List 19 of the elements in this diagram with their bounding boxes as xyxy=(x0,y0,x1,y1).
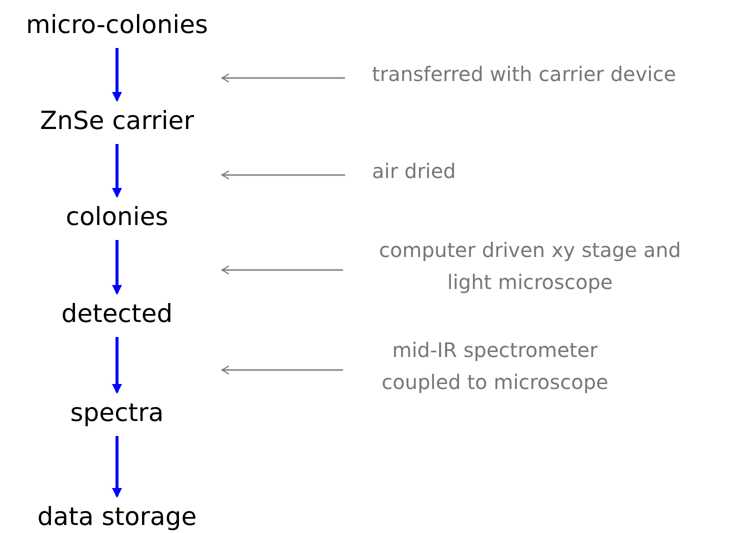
arrow xyxy=(112,48,122,102)
annotation-text: transferred with carrier device xyxy=(371,61,676,88)
step-label: data storage xyxy=(36,501,198,533)
step-label: micro-colonies xyxy=(24,9,210,41)
arrow xyxy=(112,144,122,198)
annotation-text: computer driven xy stage and light microscope xyxy=(378,237,682,296)
arrow xyxy=(112,337,122,394)
step-label: ZnSe carrier xyxy=(39,105,195,137)
step-label: detected xyxy=(60,298,174,330)
arrow xyxy=(221,73,345,83)
arrow xyxy=(112,240,122,295)
annotation-text: mid-IR spectrometer coupled to microscope xyxy=(380,337,610,396)
step-label: spectra xyxy=(69,397,165,429)
step-label: colonies xyxy=(64,201,170,233)
arrow xyxy=(221,265,343,275)
annotation-text: air dried xyxy=(371,158,456,185)
arrow xyxy=(112,436,122,498)
arrow xyxy=(221,365,343,375)
arrow xyxy=(221,170,345,180)
